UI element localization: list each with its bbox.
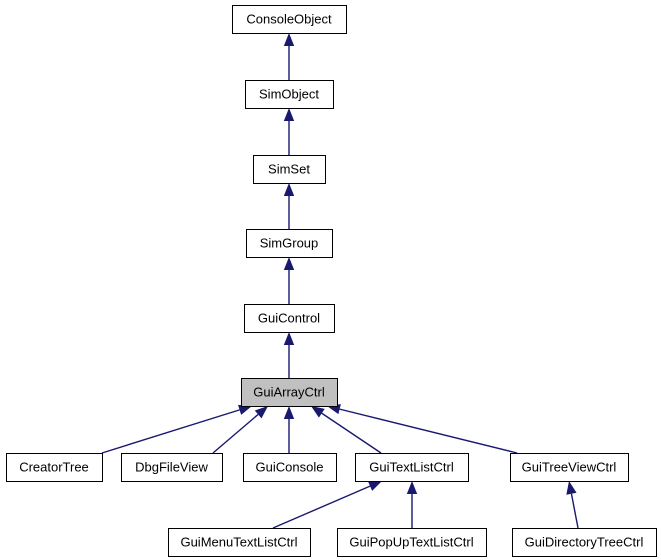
class-node-label: GuiMenuTextListCtrl	[180, 534, 297, 549]
class-node-box	[168, 528, 311, 557]
edge-line	[321, 412, 382, 454]
inheritance-edge	[283, 108, 295, 155]
class-node-consoleobject[interactable]: ConsoleObject	[232, 5, 347, 34]
edge-arrowhead	[283, 257, 295, 270]
edge-line	[212, 413, 259, 454]
edge-line	[339, 408, 518, 454]
class-node-guiconsole[interactable]: GuiConsole	[243, 453, 337, 482]
class-node-guitextlistctrl[interactable]: GuiTextListCtrl	[355, 453, 469, 482]
class-node-label: SimObject	[259, 86, 319, 101]
class-node-box	[245, 80, 334, 109]
class-node-guicontrol[interactable]: GuiControl	[244, 304, 335, 333]
class-node-simgroup[interactable]: SimGroup	[246, 229, 333, 258]
class-node-box	[241, 378, 338, 407]
inheritance-edge	[101, 404, 252, 454]
inheritance-edge	[311, 406, 382, 454]
class-node-box	[246, 229, 333, 258]
class-node-label: ConsoleObject	[246, 11, 332, 26]
inheritance-edge	[327, 404, 518, 454]
edge-arrowhead	[283, 332, 295, 345]
edge-arrowhead	[406, 481, 418, 494]
class-node-box	[6, 453, 103, 482]
inheritance-edge	[566, 481, 579, 529]
edge-arrowhead	[254, 406, 268, 419]
inheritance-edge	[283, 257, 295, 304]
class-node-label: GuiDirectoryTreeCtrl	[525, 534, 644, 549]
edge-arrowhead	[283, 183, 295, 196]
class-node-box	[243, 453, 337, 482]
class-node-label: CreatorTree	[19, 459, 89, 474]
edge-arrowhead	[368, 481, 382, 491]
inheritance-edge	[283, 33, 295, 80]
class-node-label: GuiArrayCtrl	[253, 384, 325, 399]
inheritance-edge	[406, 481, 418, 528]
edge-line	[272, 485, 371, 529]
class-node-box	[512, 528, 657, 557]
edges-layer	[101, 33, 579, 529]
class-node-box	[337, 528, 487, 557]
class-node-label: DbgFileView	[135, 459, 208, 474]
class-node-box	[253, 155, 326, 184]
class-node-guitreeviewctrl[interactable]: GuiTreeViewCtrl	[510, 453, 629, 482]
class-node-guiarrayctrl[interactable]: GuiArrayCtrl	[241, 378, 338, 407]
class-node-guidirectorytreectrl[interactable]: GuiDirectoryTreeCtrl	[512, 528, 657, 557]
class-node-label: GuiPopUpTextListCtrl	[349, 534, 473, 549]
edge-arrowhead	[283, 406, 295, 419]
edge-line	[101, 409, 240, 454]
inheritance-edge	[283, 332, 295, 378]
class-node-guimenutextlistctrl[interactable]: GuiMenuTextListCtrl	[168, 528, 311, 557]
edge-line	[570, 493, 579, 529]
class-node-guipopuptextlistctrl[interactable]: GuiPopUpTextListCtrl	[337, 528, 487, 557]
class-node-box	[244, 304, 335, 333]
class-node-simobject[interactable]: SimObject	[245, 80, 334, 109]
edge-arrowhead	[566, 481, 577, 495]
class-node-box	[121, 453, 223, 482]
class-node-dbgfileview[interactable]: DbgFileView	[121, 453, 223, 482]
class-node-box	[232, 5, 347, 34]
edge-arrowhead	[238, 404, 252, 415]
edge-arrowhead	[283, 33, 295, 46]
class-node-box	[355, 453, 469, 482]
class-node-box	[510, 453, 629, 482]
class-node-label: GuiControl	[258, 310, 320, 325]
inheritance-edge	[283, 406, 295, 453]
inheritance-edge	[212, 406, 268, 454]
class-node-label: GuiTreeViewCtrl	[522, 459, 617, 474]
edge-arrowhead	[283, 108, 295, 121]
class-node-creatortree[interactable]: CreatorTree	[6, 453, 103, 482]
class-node-label: SimSet	[268, 161, 310, 176]
class-node-label: GuiTextListCtrl	[369, 459, 454, 474]
class-node-simset[interactable]: SimSet	[253, 155, 326, 184]
class-node-label: SimGroup	[260, 235, 319, 250]
edge-arrowhead	[311, 406, 325, 418]
inheritance-edge	[283, 183, 295, 229]
nodes-layer: ConsoleObjectSimObjectSimSetSimGroupGuiC…	[6, 5, 657, 557]
inheritance-edge	[272, 481, 382, 529]
class-node-label: GuiConsole	[256, 459, 324, 474]
